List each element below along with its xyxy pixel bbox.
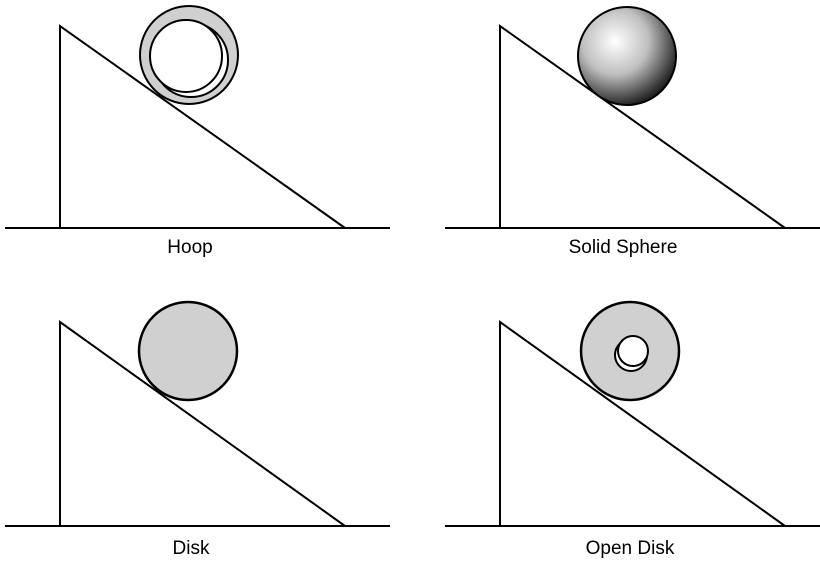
caption-open-disk: Open Disk: [586, 538, 675, 559]
incline-ramp: [59, 24, 346, 229]
incline-ramp: [499, 24, 786, 229]
panel-solid-sphere: Solid Sphere: [445, 6, 820, 258]
panel-disk: Disk: [5, 300, 390, 559]
incline-ramp: [59, 320, 346, 527]
panel-hoop: Hoop: [5, 5, 390, 258]
open-disk-hole: [617, 335, 649, 367]
panel-open-disk: Open Disk: [445, 300, 820, 559]
incline-ramp: [499, 320, 786, 527]
hoop-ring-inner-opening: [149, 19, 223, 93]
caption-disk: Disk: [173, 538, 210, 559]
disk: [137, 300, 239, 402]
solid-sphere: [577, 6, 677, 106]
caption-solid-sphere: Solid Sphere: [569, 237, 678, 258]
caption-hoop: Hoop: [167, 237, 212, 258]
